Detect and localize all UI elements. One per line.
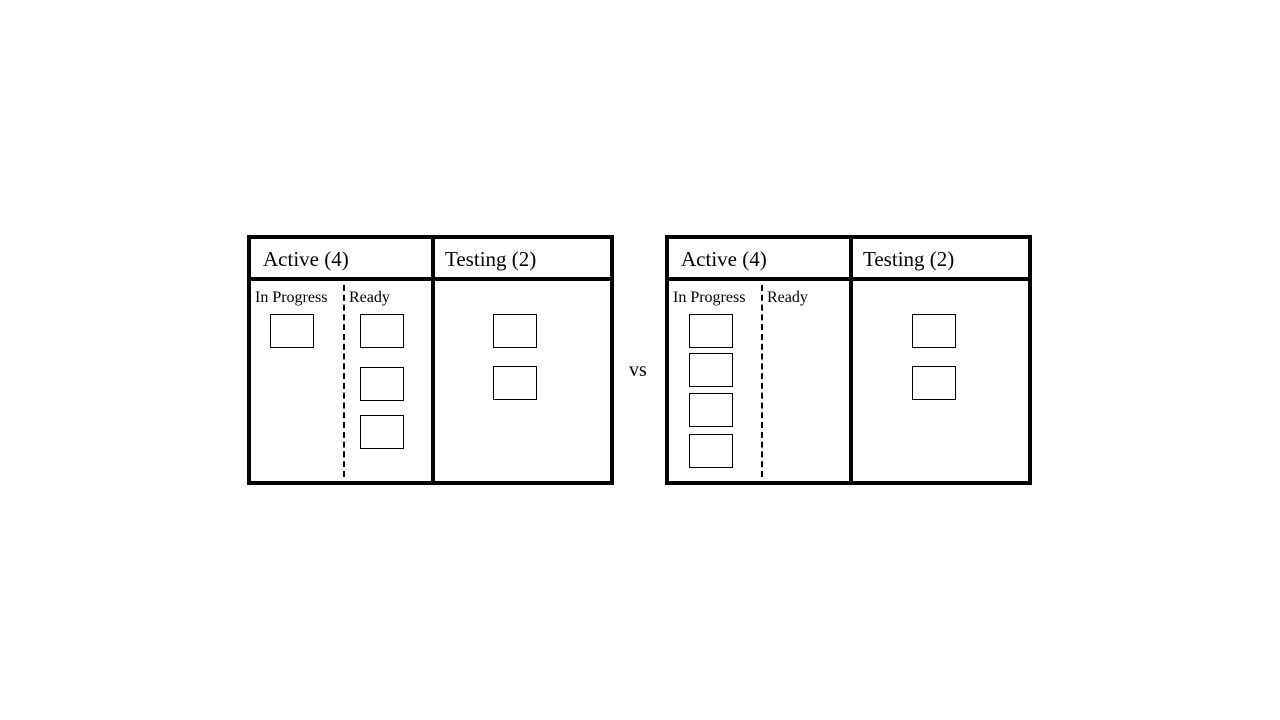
kanban-board-right: Active (4) Testing (2) In Progress Ready: [665, 235, 1032, 485]
testing-card: [493, 366, 537, 400]
in-progress-card: [689, 353, 733, 387]
header-divider: [669, 277, 1028, 281]
ready-card: [360, 314, 404, 348]
in-progress-card: [689, 314, 733, 348]
in-progress-label: In Progress: [255, 289, 328, 306]
ready-label: Ready: [767, 289, 808, 306]
in-progress-card: [689, 434, 733, 468]
subcolumn-divider: [761, 285, 763, 477]
column-divider: [849, 239, 853, 481]
ready-label: Ready: [349, 289, 390, 306]
testing-card: [912, 366, 956, 400]
subcolumn-divider: [343, 285, 345, 477]
kanban-board-left: Active (4) Testing (2) In Progress Ready: [247, 235, 614, 485]
active-column-title: Active (4): [263, 247, 349, 271]
active-column-title: Active (4): [681, 247, 767, 271]
ready-card: [360, 415, 404, 449]
column-divider: [431, 239, 435, 481]
testing-card: [493, 314, 537, 348]
testing-column-title: Testing (2): [863, 247, 955, 271]
in-progress-card: [689, 393, 733, 427]
testing-card: [912, 314, 956, 348]
in-progress-label: In Progress: [673, 289, 746, 306]
vs-label: vs: [629, 359, 647, 381]
ready-card: [360, 367, 404, 401]
header-divider: [251, 277, 610, 281]
in-progress-card: [270, 314, 314, 348]
testing-column-title: Testing (2): [445, 247, 537, 271]
